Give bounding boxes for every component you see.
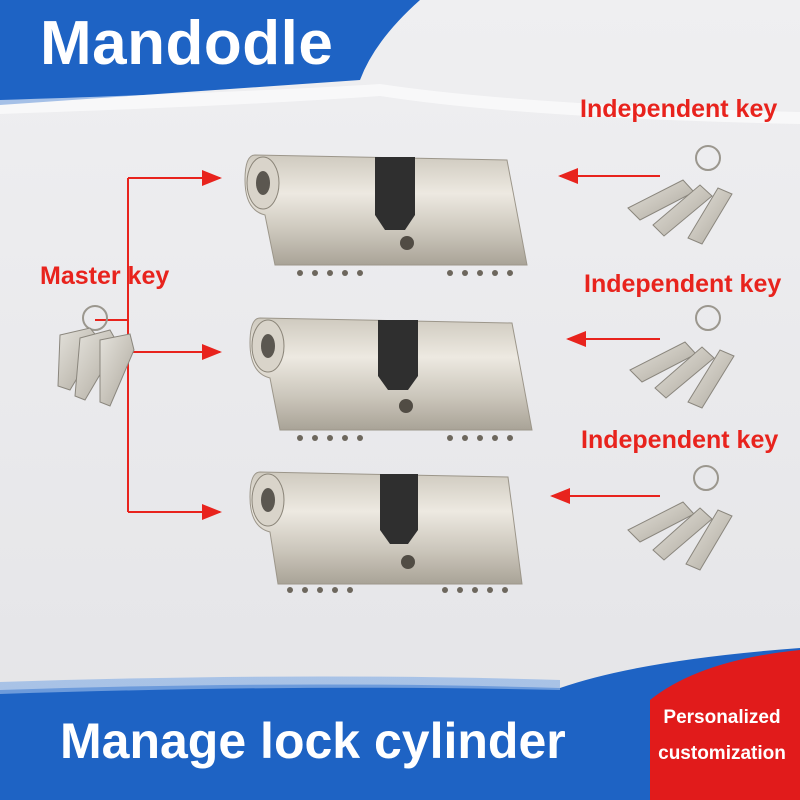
independent-key-label-1: Independent key [580,95,778,123]
independent-key-bunch-3 [627,465,733,571]
badge-line-1: Personalized [663,707,781,728]
footer-swoosh [0,676,560,694]
badge-line-2: customization [658,743,786,764]
brand-name: Mandodle [40,9,334,78]
independent-key-arrows [550,168,660,504]
master-key-label: Master key [40,262,170,290]
customization-badge: Personalized customization [646,700,798,788]
customization-badge-bg [650,650,800,800]
independent-key-bunch-2 [629,305,735,409]
master-key-bunch [57,305,135,407]
lock-cylinder-3 [249,471,523,593]
lock-cylinder-2 [249,317,533,441]
header-swoosh [0,84,800,124]
footer-title: Manage lock cylinder [60,713,566,769]
lock-cylinder-1 [244,154,528,276]
independent-key-label-2: Independent key [584,270,782,298]
independent-key-label-3: Independent key [581,426,779,454]
independent-key-bunch-1 [627,145,733,245]
header-banner [0,0,420,105]
